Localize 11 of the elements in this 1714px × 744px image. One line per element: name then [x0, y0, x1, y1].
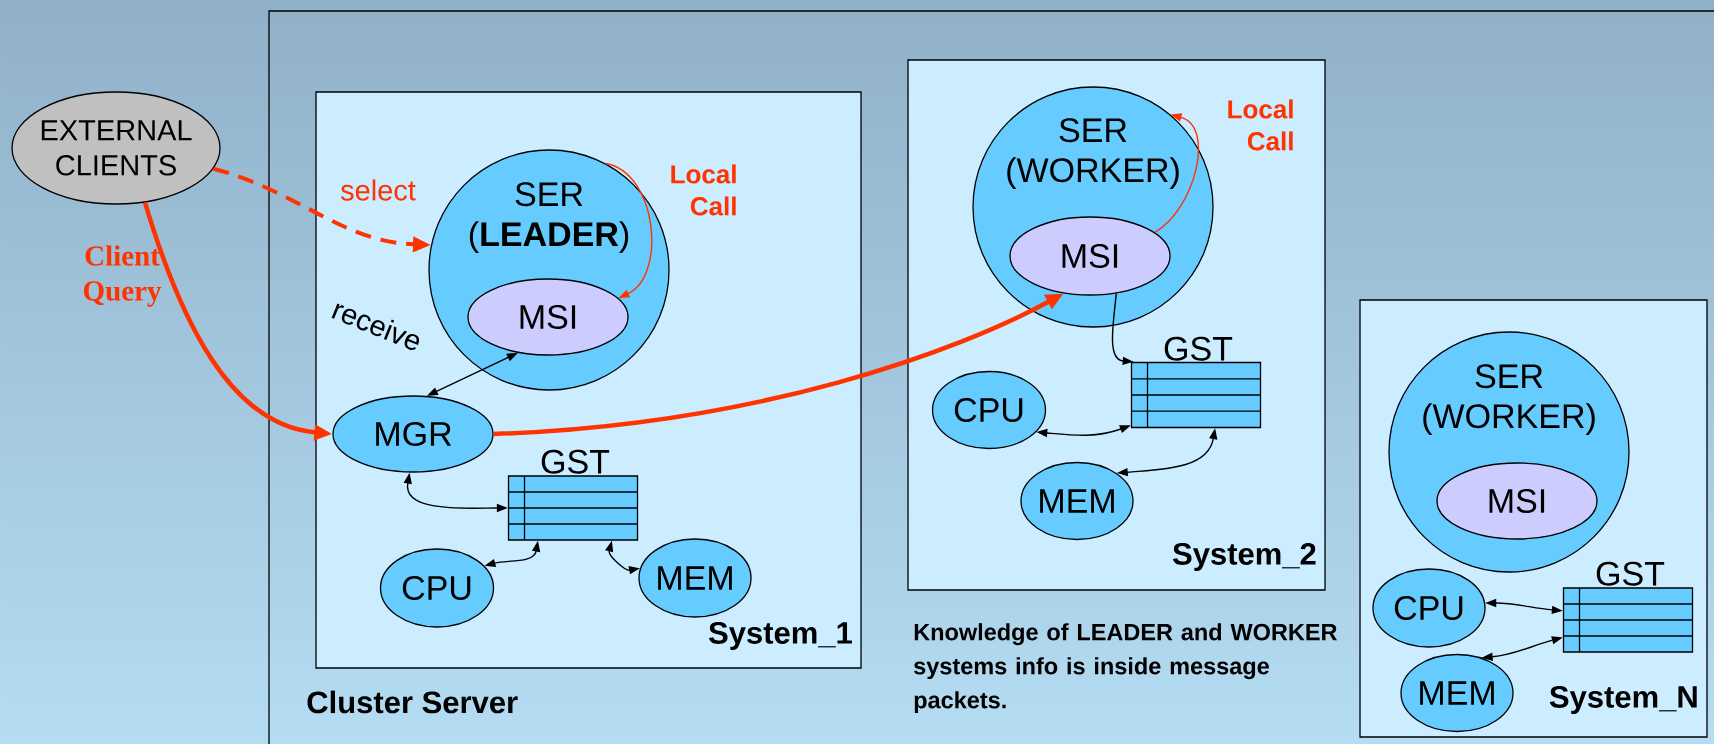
node-label: GST: [541, 449, 610, 474]
annotation-text: receive: [331, 303, 420, 351]
edge-label: Local Call: [1228, 99, 1293, 151]
edge-label: Client Query: [83, 245, 162, 307]
note-text: Knowledge of LEADER and WORKER systems info is inside message packets.: [914, 623, 1337, 714]
table-drawing: GST: [507, 449, 639, 541]
node-label: GST: [1164, 336, 1233, 361]
edge-label: Local Call: [671, 164, 736, 216]
table-drawing: GST: [1130, 336, 1262, 429]
edge-label: select: [340, 179, 416, 201]
arrow: [1154, 113, 1200, 234]
